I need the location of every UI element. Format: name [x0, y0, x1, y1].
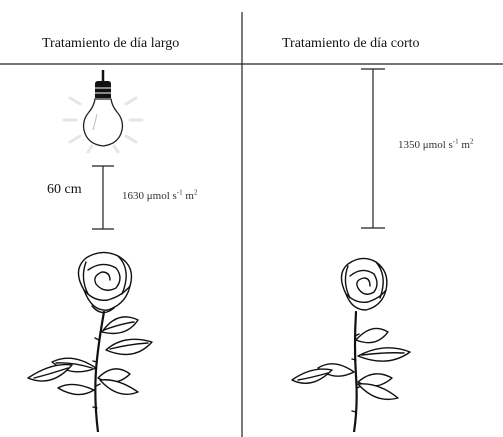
light-bulb-icon: [62, 70, 144, 154]
distance-bar-right: [361, 68, 385, 229]
rose-icon-long-day: [27, 251, 153, 432]
distance-label: 60 cm: [47, 182, 82, 197]
header-short-day: Tratamiento de día corto: [282, 36, 420, 51]
header-long-day: Tratamiento de día largo: [42, 36, 180, 51]
rose-icon-short-day: [291, 257, 411, 432]
distance-bar-left: [92, 165, 114, 230]
irradiance-label-long-day: 1630 μmol s-1 m2: [122, 188, 198, 202]
irradiance-label-short-day: 1350 μmol s-1 m2: [398, 137, 474, 151]
